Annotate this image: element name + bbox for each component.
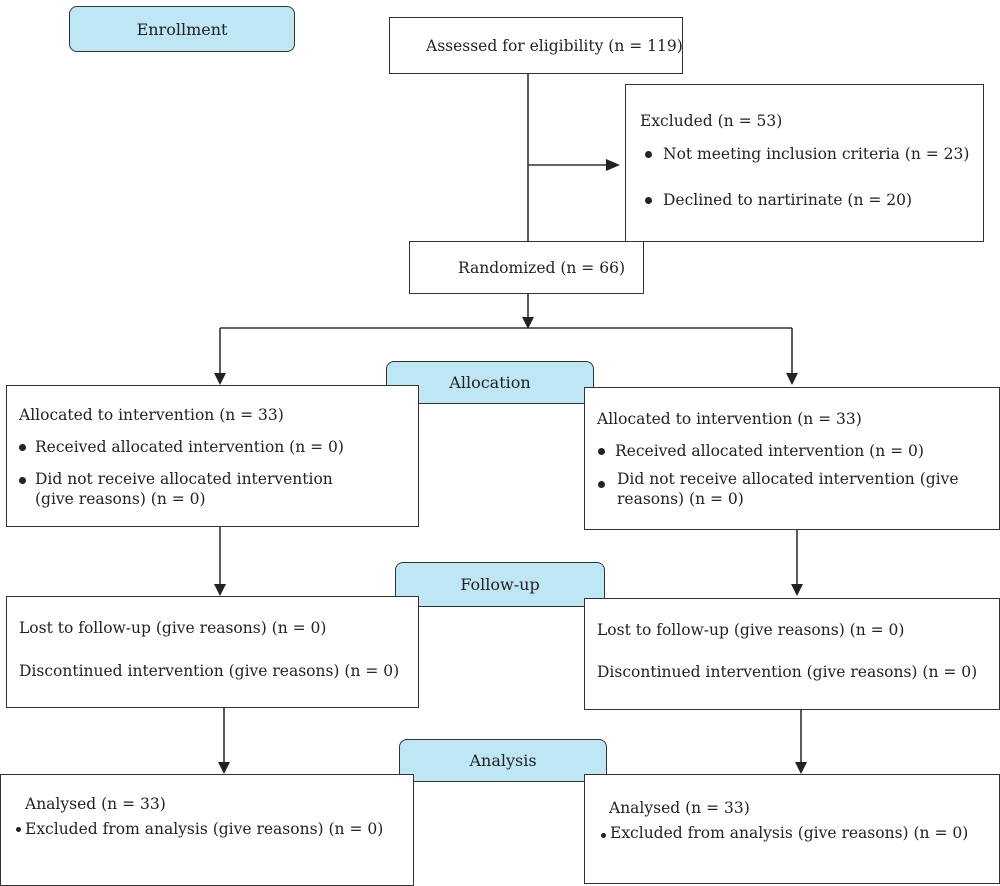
left-followup-box: Lost to follow-up (give reasons) (n = 0)… [6,596,419,708]
left-branch-arrow [214,373,226,385]
left-alloc-to-followup-arrow [214,584,226,596]
randomized-box: Randomized (n = 66) [409,241,644,294]
left-allocation-box: Allocated to intervention (n = 33) Recei… [6,385,419,527]
right-excluded-analysis-text: Excluded from analysis (give reasons) (n… [610,824,969,842]
left-followup-to-analysis-arrow [218,762,230,774]
stage-allocation: Allocation [386,361,594,404]
right-allocated-text: Allocated to intervention (n = 33) [597,410,862,428]
bullet-icon [598,481,605,488]
right-analysis-box: Analysed (n = 33) Excluded from analysis… [584,774,1000,884]
right-analysed-text: Analysed (n = 33) [609,799,750,817]
left-analysed-text: Analysed (n = 33) [25,795,166,813]
bullet-icon [19,477,26,484]
left-not-received-text: Did not receive allocated intervention (… [35,470,333,508]
right-allocation-box: Allocated to intervention (n = 33) Recei… [584,387,1000,530]
right-branch-arrow [786,373,798,385]
right-lost-text: Lost to follow-up (give reasons) (n = 0) [597,621,905,639]
stage-follow-up: Follow-up [395,562,605,607]
randomized-text: Randomized (n = 66) [458,259,625,277]
left-analysis-box: Analysed (n = 33) Excluded from analysis… [0,774,414,886]
to-excluded-arrow [606,159,620,171]
bullet-icon [601,833,606,838]
excluded-item-inclusion: Not meeting inclusion criteria (n = 23) [663,145,970,163]
right-received-text: Received allocated intervention (n = 0) [615,442,924,460]
excluded-title: Excluded (n = 53) [640,112,783,130]
excluded-item-declined: Declined to nartirinate (n = 20) [663,191,913,209]
stage-enrollment: Enrollment [69,6,295,52]
left-received-text: Received allocated intervention (n = 0) [35,438,344,456]
left-allocated-text: Allocated to intervention (n = 33) [19,406,284,424]
bullet-icon [16,827,21,832]
bullet-icon [645,197,652,204]
assessed-box: Assessed for eligibility (n = 119) [389,17,683,74]
right-followup-box: Lost to follow-up (give reasons) (n = 0)… [584,598,1000,710]
bullet-icon [645,151,652,158]
stage-analysis: Analysis [399,739,607,782]
bullet-icon [598,448,605,455]
bullet-icon [19,444,26,451]
right-alloc-to-followup-arrow [791,584,803,596]
assessed-text: Assessed for eligibility (n = 119) [426,37,683,55]
randomized-down-arrow [522,317,534,329]
left-lost-text: Lost to follow-up (give reasons) (n = 0) [19,619,327,637]
right-discontinued-text: Discontinued intervention (give reasons)… [597,663,978,681]
left-excluded-analysis-text: Excluded from analysis (give reasons) (n… [25,820,384,838]
right-not-received-text: Did not receive allocated intervention (… [617,470,959,508]
left-discontinued-text: Discontinued intervention (give reasons)… [19,662,400,680]
right-followup-to-analysis-arrow [795,762,807,774]
excluded-box: Excluded (n = 53) Not meeting inclusion … [625,84,984,242]
